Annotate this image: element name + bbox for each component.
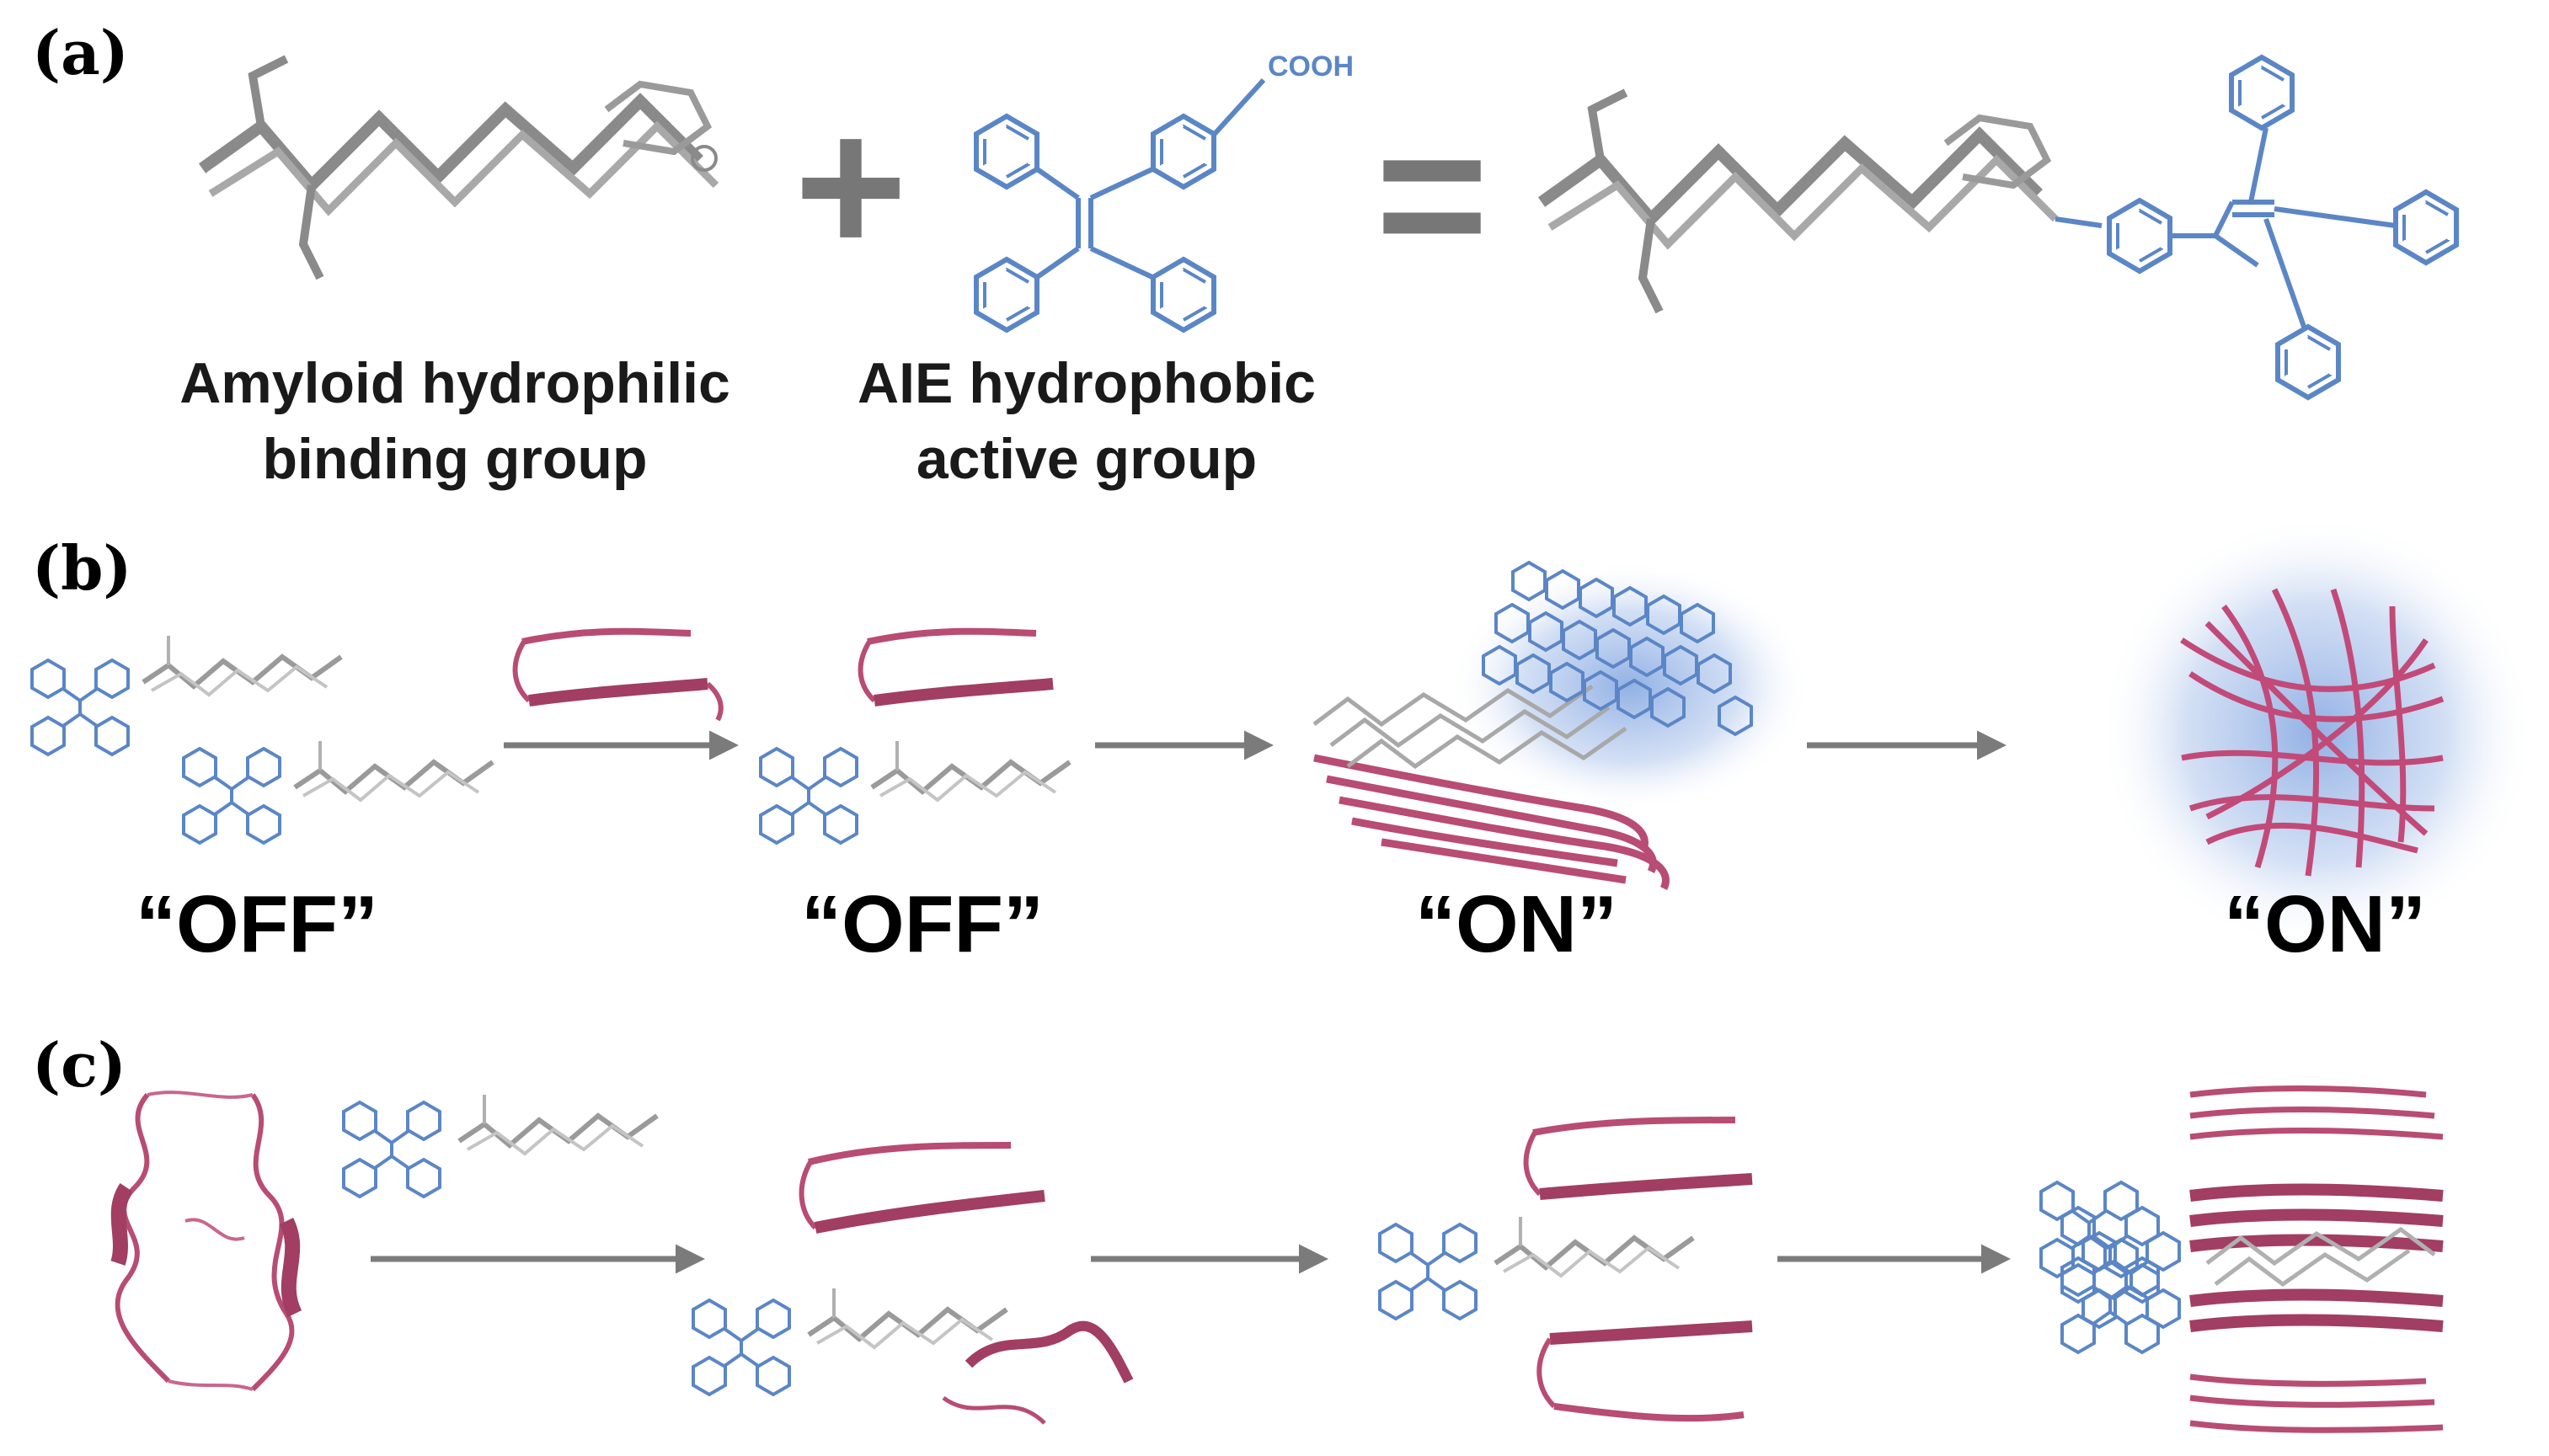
b-fibril-aggregate (1312, 560, 1811, 891)
c-bound-hairpins (1380, 1117, 1753, 1422)
amyloid-binding-structure (198, 55, 719, 280)
b-state-off-2: “OFF” (801, 879, 1044, 969)
b-bound-probe (761, 627, 1070, 843)
plus-sign: + (794, 77, 907, 294)
b-fibril-network-glow (2097, 514, 2536, 952)
mid-caption-line2: active group (916, 427, 1257, 491)
combined-probe-molecule (1537, 57, 2456, 397)
b-state-on-1: “ON” (1415, 879, 1617, 969)
panel-b-label: (b) (32, 532, 131, 604)
b-free-probes (32, 636, 493, 843)
b-state-on-2: “ON” (2224, 879, 2426, 969)
aie-tpe-molecule: COOH (976, 51, 1354, 330)
panel-c-label: (c) (32, 1029, 126, 1101)
panel-a-label: (a) (32, 17, 129, 88)
c-free-probe (344, 1095, 657, 1197)
mid-caption-line1: AIE hydrophobic (858, 351, 1316, 415)
c-random-coil-protein (110, 1091, 302, 1392)
c-partial-folding (693, 1142, 1134, 1425)
b-state-off-1: “OFF” (136, 879, 378, 969)
b-beta-hairpin-1 (512, 627, 724, 722)
cooh-label: COOH (1268, 51, 1354, 83)
left-caption-line1: Amyloid hydrophilic (179, 351, 730, 415)
c-mature-fibril (2041, 1085, 2444, 1433)
left-caption-line2: binding group (263, 427, 648, 491)
equals-sign: = (1376, 86, 1488, 302)
